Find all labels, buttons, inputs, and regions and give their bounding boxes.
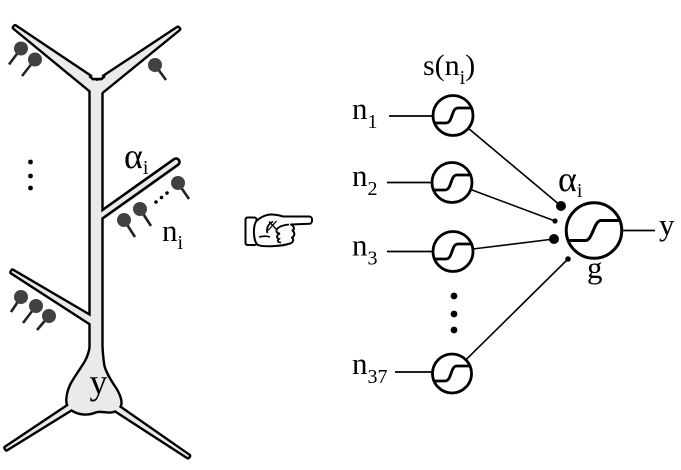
svg-text:g: g (587, 250, 603, 285)
svg-text:y: y (90, 362, 108, 402)
svg-text:αi: αi (558, 159, 583, 202)
svg-text:y: y (659, 207, 675, 242)
